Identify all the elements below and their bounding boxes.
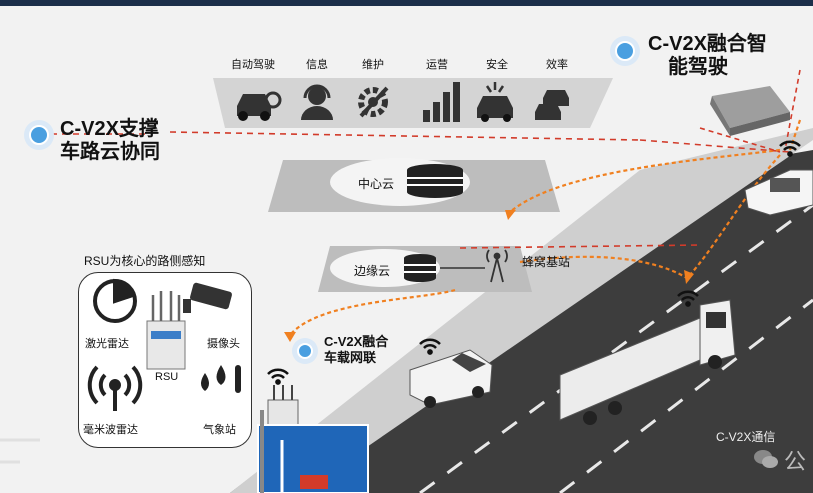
mmwave-radar-icon: [87, 365, 143, 411]
arrow-heads: [284, 210, 694, 342]
heading-v2x-fusion-line2: 能驾驶: [668, 56, 728, 78]
rsu-panel-title: RSU为核心的路侧感知: [84, 254, 206, 268]
device-dashes: [699, 69, 801, 153]
watermark-text: 公: [784, 449, 807, 474]
service-label-maintenance: 维护: [362, 59, 384, 71]
service-icons-svg: [237, 82, 569, 122]
service-label-autonomous: 自动驾驶: [231, 59, 275, 71]
service-label-operation: 运营: [426, 59, 448, 71]
center-cloud-label: 中心云: [358, 177, 395, 191]
wechat-bubbles: [754, 450, 778, 468]
edge-cloud-label: 边缘云: [354, 264, 391, 278]
camera-icon: [183, 282, 232, 313]
heading-v2x-support-line2: 车路云协同: [60, 141, 160, 163]
service-label-safety: 安全: [486, 59, 508, 71]
roadside-rsu: [257, 385, 369, 493]
heading-v2x-fusion-line1: C-V2X融合智: [648, 33, 767, 55]
headset-person-icon: [301, 84, 333, 120]
heading-v2x-vehicle: C-V2X融合 车载网联: [324, 334, 388, 366]
truck: [559, 299, 736, 425]
camera-label: 摄像头: [207, 338, 240, 350]
van: [409, 349, 493, 408]
rsu-sensing-panel: 激光雷达 摄像头 RSU 毫米波雷达 气象站: [78, 272, 252, 448]
heading-v2x-vehicle-line1: C-V2X融合: [324, 334, 389, 349]
comm-arrows: [289, 119, 802, 336]
base-station-label: 蜂窝基站: [522, 255, 571, 269]
service-items: 自动驾驶 信息 维护 运营 安全 效率: [225, 56, 605, 126]
top-bar: [0, 0, 813, 6]
traffic-cars-icon: [535, 90, 569, 120]
heading-v2x-vehicle-line2: 车载网联: [324, 350, 377, 365]
heading-v2x-fusion: C-V2X融合智 能驾驶: [648, 33, 767, 79]
autonomous-car-icon: [237, 91, 282, 121]
bottom-left-dash: [0, 438, 40, 464]
rsu-device-icon: [146, 291, 186, 370]
service-label-info: 信息: [306, 59, 328, 71]
bulb-icon-vehicle: [292, 338, 318, 364]
layer-dashed-lines: [40, 131, 791, 249]
obu-device-icon: [710, 86, 790, 136]
lidar-label: 激光雷达: [85, 338, 129, 350]
heading-v2x-support-line1: C-V2X支撑: [60, 118, 159, 140]
bulb-icon-support: [24, 120, 54, 150]
comm-label: C-V2X通信: [716, 430, 776, 444]
road-shoulder: [230, 128, 813, 493]
cell-tower-icon: [486, 249, 508, 283]
weather-station-icon: [201, 365, 241, 393]
weather-label: 气象站: [203, 424, 236, 436]
wifi-icons: [267, 140, 801, 385]
rsu-label: RSU: [155, 371, 179, 383]
wechat-icon: [753, 448, 779, 470]
lane-markings: [419, 203, 813, 493]
car-top-right: [744, 169, 813, 216]
service-label-efficiency: 效率: [546, 59, 568, 71]
car-crash-icon: [477, 82, 513, 122]
center-database-icon: [407, 164, 463, 198]
bulb-icon-fusion: [610, 36, 640, 66]
rsu-panel-icons: [87, 278, 241, 411]
gear-wrench-icon: [358, 86, 389, 118]
mmwave-label: 毫米波雷达: [83, 424, 138, 436]
heading-v2x-support: C-V2X支撑 车路云协同: [60, 118, 160, 164]
edge-database-icon: [404, 254, 436, 282]
bar-chart-icon: [423, 82, 460, 122]
lidar-icon: [93, 278, 137, 323]
